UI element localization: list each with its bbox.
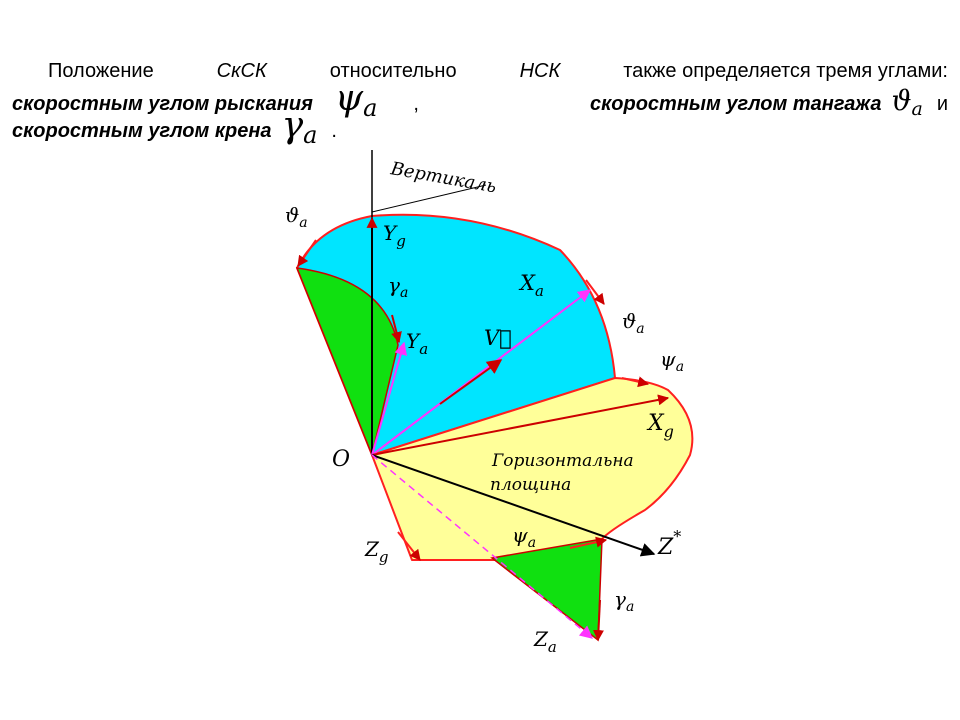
gamma-subscript: a [303,121,318,149]
psi-arc-arrow-right [621,376,650,388]
phrase-roll-angle: скоростным углом крена [12,120,272,142]
word-skcsk: СкСК [216,60,267,82]
zstar-label: Z* [657,527,681,560]
psi-subscript: a [363,94,378,122]
text-line-1: Положение СкСК относительно НСК также оп… [12,58,948,85]
horizontal-plane-label-2: площина [490,475,571,495]
yg-label: Yg [383,221,406,250]
theta-arc-arrow-left [297,239,317,267]
word-polozhenie: Положение [48,60,154,82]
v-label: V⃗ [484,326,512,350]
ya-axis-arrow [371,341,408,456]
word-rest: также определяется тремя углами: [623,60,948,82]
origin-label: O [332,447,350,472]
psi-arc-arrow-bottom [569,536,608,549]
xa-label: Xa [518,271,544,300]
xa-axis-arrow [371,289,592,456]
period: . [331,120,337,142]
psi-a-bottom-label: ψa [512,523,536,551]
theta-a-left-label: ϑa [285,203,308,231]
v-vector-arrow [439,359,503,405]
zg-arrow [397,531,421,561]
gamma-arc-arrow-bottom [593,599,604,642]
xg-label: Xg [646,411,674,441]
gamma-a-top-label: γa [388,273,408,301]
za-label: Za [533,627,557,656]
vertical-label: Вертикаль [388,158,498,197]
theta-subscript: a [911,98,923,120]
theta-a-right-label: ϑa [622,309,645,337]
theta-symbol: ϑ [891,84,912,117]
vertical-label-pointer [371,184,487,213]
psi-symbol: ψ [334,78,364,119]
gamma-arc-arrow-top [391,314,402,344]
roll-plane-lower-region [490,538,603,642]
ya-label: Ya [406,329,428,358]
gamma-a-bottom-label: γa [614,587,634,615]
conj-i: и [936,93,948,115]
word-otnositelno: относительно [329,60,457,82]
comma: , [413,93,419,115]
description-text: Положение СкСК относительно НСК также оп… [12,58,948,149]
horizontal-plane-label-1: Горизонтальна [491,451,634,471]
xg-axis-line [371,394,670,456]
zg-label: Zg [364,537,389,566]
phrase-yaw-angle: скоростным углом рыскания [12,93,313,115]
psi-a-right-label: ψa [660,347,684,375]
gamma-symbol: γ [281,105,304,146]
phrase-pitch-angle: скоростным углом тангажа [590,93,882,115]
theta-arc-arrow-right [585,279,605,305]
word-nsk: НСК [519,60,561,82]
